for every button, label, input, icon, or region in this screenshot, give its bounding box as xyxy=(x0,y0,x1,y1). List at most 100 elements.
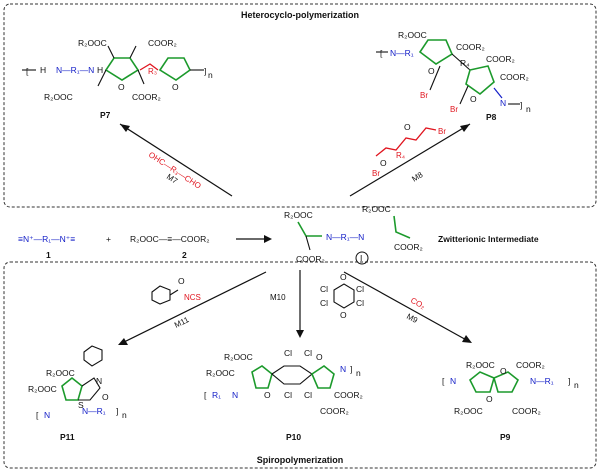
heterocyclo-box xyxy=(3,3,597,208)
p9-ester-br: COOR₂ xyxy=(512,406,541,416)
m10-o1: O xyxy=(340,272,347,282)
p7-ester-br: COOR₂ xyxy=(132,92,161,102)
p8-label: P8 xyxy=(486,112,497,122)
p8-ester-r3: COOR₂ xyxy=(500,72,529,82)
p10-cl2: Cl xyxy=(304,348,312,358)
intermediate-top-left: R₂OOC xyxy=(284,210,313,220)
p9-n: n xyxy=(574,380,579,390)
p8-ester-r1: COOR₂ xyxy=(456,42,485,52)
p10-label: P10 xyxy=(286,432,301,442)
monomer1-label: 1 xyxy=(46,250,51,260)
p9-n-atom: N xyxy=(450,376,456,386)
intermediate-title: Zwitterionic Intermediate xyxy=(438,234,539,244)
p9-o2: O xyxy=(500,366,507,376)
monomer1-chain: ≡N⁺—R₁—N⁺≡ xyxy=(18,234,75,244)
route-m10: M10 O O Cl Cl Cl Cl xyxy=(270,270,364,338)
p7-left-bracket: [ xyxy=(26,66,29,76)
p9-label: P9 xyxy=(500,432,511,442)
p8-o1: O xyxy=(428,66,435,76)
p8-ester-r2: COOR₂ xyxy=(486,54,515,64)
m11-reagent: NCS xyxy=(184,293,201,302)
p8-n: n xyxy=(526,104,531,114)
p9-left-bracket: [ xyxy=(442,376,445,386)
product-p11: R₂OOC R₂OOC N S O N—R₁ N [ ] n P11 xyxy=(28,345,127,442)
p7-ester-bl: R₂OOC xyxy=(44,92,73,102)
m8-r4: R₄ xyxy=(396,151,405,160)
route-m8: O O R₄ Br Br M8 xyxy=(349,122,471,197)
p7-label: P7 xyxy=(100,110,111,120)
p8-n-atom: N xyxy=(500,98,506,108)
intermediate-bottom: COOR₂ xyxy=(296,254,325,264)
p11-label: P11 xyxy=(60,432,75,442)
p7-r3: R₃ xyxy=(148,67,157,76)
route-m11: O NCS M11 xyxy=(118,271,267,345)
p7-h2: H xyxy=(97,65,103,75)
product-p10: R₂OOC R₂OOC O Cl Cl Cl Cl O N ] n COOR₂ … xyxy=(204,348,363,442)
p8-br1: Br xyxy=(420,91,428,100)
p7-n: n xyxy=(208,70,213,80)
p11-o-atom: O xyxy=(102,392,109,402)
p10-r1: R₁ xyxy=(212,390,221,400)
p10-cl1: Cl xyxy=(284,348,292,358)
p7-ester-tr: COOR₂ xyxy=(148,38,177,48)
intermediate-top-right: R₂OOC xyxy=(362,204,391,214)
p10-cl3: Cl xyxy=(284,390,292,400)
p7-ester-tl: R₂OOC xyxy=(78,38,107,48)
p10-n: n xyxy=(356,368,361,378)
p9-ester-tr: COOR₂ xyxy=(516,360,545,370)
m8-br2: Br xyxy=(438,127,446,136)
p11-n2: N xyxy=(44,410,50,420)
p8-ester-tl: R₂OOC xyxy=(398,30,427,40)
p11-ester-t: R₂OOC xyxy=(46,368,75,378)
p9-ester-tl: R₂OOC xyxy=(466,360,495,370)
p10-n-atom: N xyxy=(340,364,346,374)
intermediate-chain: N—R₁—N xyxy=(326,232,364,242)
p10-left-bracket: [ xyxy=(204,390,207,400)
p8-br2: Br xyxy=(450,105,458,114)
p7-o2: O xyxy=(172,82,179,92)
p10-cl4: Cl xyxy=(304,390,312,400)
p10-o1: O xyxy=(264,390,271,400)
m10-o2: O xyxy=(340,310,347,320)
p9-chain: N—R₁ xyxy=(530,376,554,386)
spiro-box xyxy=(3,261,597,469)
m8-br1: Br xyxy=(372,169,380,178)
plus: + xyxy=(106,234,111,244)
p10-ester-br: COOR₂ xyxy=(320,406,349,416)
p10-ester-tl: R₂OOC xyxy=(224,352,253,362)
p10-ester-r: COOR₂ xyxy=(334,390,363,400)
p11-s-atom: S xyxy=(78,400,84,410)
p11-chain: N—R₁ xyxy=(82,406,106,416)
p7-h1: H xyxy=(40,65,46,75)
p8-right-bracket: ] xyxy=(520,100,522,110)
monomer2-text: R₂OOC—≡—COOR₂ xyxy=(130,234,210,244)
m8-o2: O xyxy=(404,122,411,132)
p7-chain: N—R₁—N xyxy=(56,65,94,75)
m10-cl2: Cl xyxy=(356,284,364,294)
p11-left-bracket: [ xyxy=(36,410,39,420)
p7-o: O xyxy=(118,82,125,92)
m9-label: M9 xyxy=(405,312,420,325)
p8-o2: O xyxy=(470,94,477,104)
m9-reagent: CO₂ xyxy=(409,296,427,311)
heterocyclo-title: Heterocyclo-polymerization xyxy=(241,10,359,20)
p9-ester-bl: R₂OOC xyxy=(454,406,483,416)
p8-chain: N—R₁ xyxy=(390,48,414,58)
p11-n: n xyxy=(122,410,127,420)
route-m9: CO₂ M9 xyxy=(343,271,472,343)
m10-cl1: Cl xyxy=(320,284,328,294)
product-p8: R₂OOC [ N—R₁ COOR₂ O R₄ COOR₂ COOR₂ O Br… xyxy=(376,30,531,122)
product-p7: [ H N—R₁—N H O R₃ O R₂OOC COOR₂ R₂OOC CO… xyxy=(22,38,213,120)
m11-o: O xyxy=(178,276,185,286)
route-m7: OHC—R₃—CHO M7 xyxy=(119,123,233,197)
p10-ester-l: R₂OOC xyxy=(206,368,235,378)
p9-right-bracket: ] xyxy=(568,376,570,386)
p11-ester-l: R₂OOC xyxy=(28,384,57,394)
p11-n-atom: N xyxy=(96,376,102,386)
p9-o1: O xyxy=(486,394,493,404)
m10-cl4: Cl xyxy=(356,298,364,308)
p10-o2: O xyxy=(316,352,323,362)
m8-label: M8 xyxy=(410,170,425,184)
product-p9: R₂OOC COOR₂ [ N O O N—R₁ ] n R₂OOC COOR₂… xyxy=(442,360,579,442)
